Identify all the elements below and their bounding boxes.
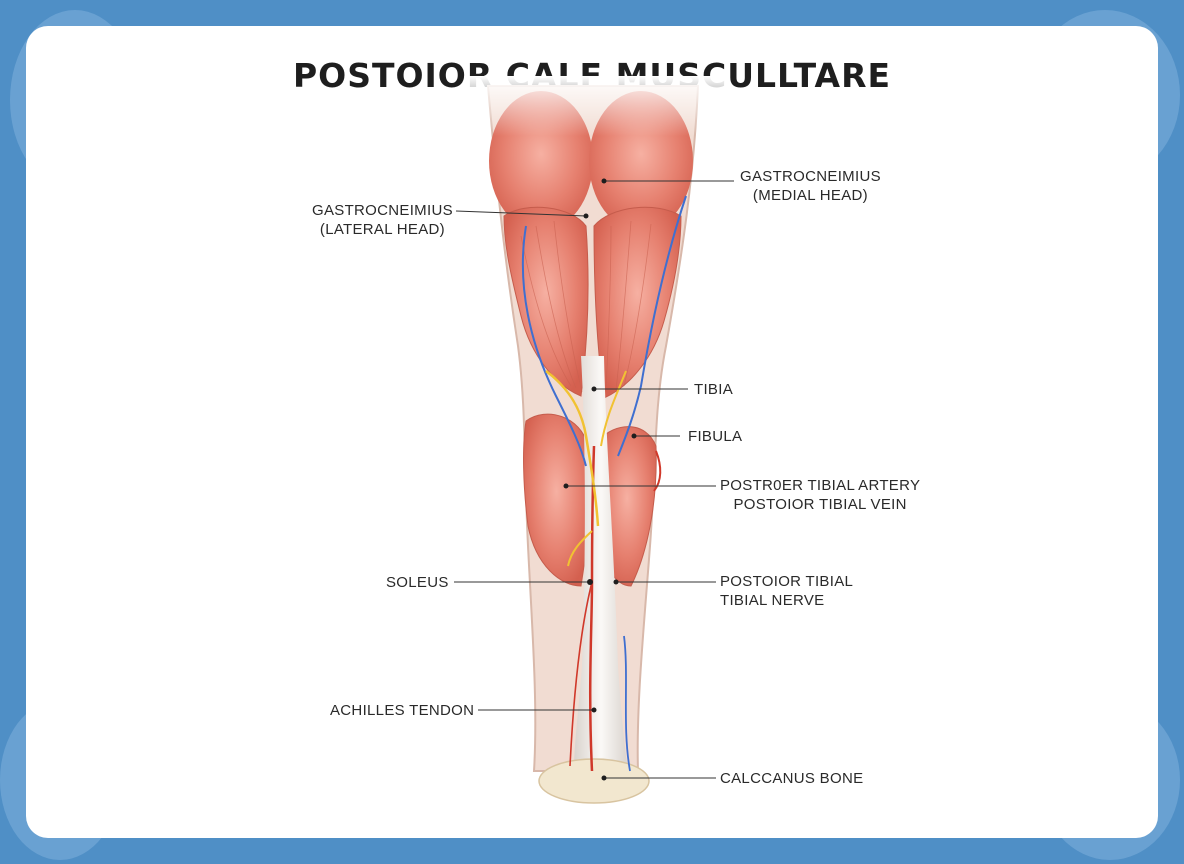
leader-dot-tibial-nerve [613, 579, 619, 585]
label-line: SOLEUS [386, 574, 449, 591]
label-achilles-tendon: ACHILLES TENDON [330, 701, 474, 720]
label-line: GASTROCNEIMIUS [312, 202, 453, 219]
label-tibial-nerve: POSTOIOR TIBIAL TIBIAL NERVE [720, 572, 853, 610]
leader-dot-achilles [591, 707, 597, 713]
label-line: FIBULA [688, 428, 743, 445]
leader-dot-fibula [631, 433, 637, 439]
label-line: POSTOIOR TIBIAL VEIN [733, 496, 907, 513]
label-calcaneus: CALCCANUS BONE [720, 769, 863, 788]
label-line: (LATERAL HEAD) [319, 221, 445, 238]
label-soleus: SOLEUS [386, 573, 449, 592]
label-line: TIBIAL NERVE [720, 592, 825, 609]
label-line: CALCCANUS BONE [720, 770, 864, 787]
leader-dot-calcaneus [601, 775, 607, 781]
label-gastrocnemius-medial: GASTROCNEIMIUS (MEDIAL HEAD) [740, 167, 881, 205]
tibial-nerve [545, 370, 600, 527]
label-gastrocnemius-lateral: GASTROCNEIMIUS (LATERAL HEAD) [312, 201, 453, 239]
label-line: GASTROCNEIMIUS [740, 168, 881, 185]
leader-dot-tibia [591, 386, 597, 392]
label-line: POSTOIOR TIBIAL [720, 573, 854, 590]
label-line: ACHILLES TENDON [330, 702, 475, 719]
label-artery-vein: POSTR0ER TIBIAL ARTERY POSTOIOR TIBIAL V… [720, 476, 920, 514]
gastrocnemius-medial-head [593, 206, 682, 399]
vein-medial [617, 195, 687, 457]
diagram-card: POSTOIOR CALF MUSCULLTARE [26, 26, 1158, 838]
leg-illustration [454, 76, 734, 804]
tibial-nerve-lower [567, 530, 593, 567]
top-fade [466, 76, 726, 136]
vein-lower [623, 635, 631, 772]
vein-lateral [521, 225, 587, 467]
label-fibula: FIBULA [688, 427, 742, 446]
leader-dot-soleus [587, 579, 593, 585]
label-line: POSTR0ER TIBIAL ARTERY [720, 477, 921, 494]
label-tibia: TIBIA [694, 380, 733, 399]
leader-dot-artery-vein [563, 483, 569, 489]
leader-dot-gastroc-lateral [583, 213, 589, 219]
leader-gastroc-lateral [455, 210, 587, 217]
tibial-nerve-branch [600, 370, 627, 447]
leader-dot-gastroc-medial [601, 178, 607, 184]
label-line: TIBIA [694, 381, 734, 398]
artery-branch [569, 581, 593, 767]
artery-side [653, 450, 662, 492]
achilles-tendon-shape [574, 356, 628, 771]
soleus-muscle [523, 413, 590, 587]
label-line: (MEDIAL HEAD) [752, 187, 868, 204]
calcaneus-shape [538, 758, 650, 804]
